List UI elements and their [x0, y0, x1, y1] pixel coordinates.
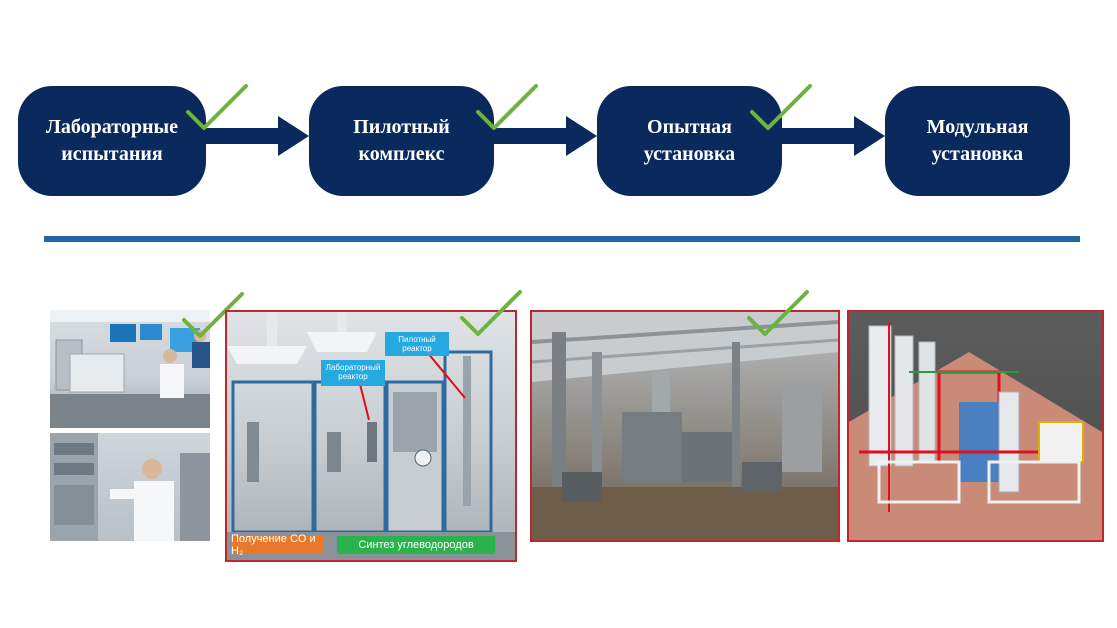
stage-label-line1: Модульная — [926, 116, 1029, 138]
stage-label-line1: Лабораторные — [46, 116, 178, 138]
checkmark-icon — [182, 292, 244, 338]
lab-photo-bottom — [50, 433, 210, 541]
section-divider — [44, 236, 1080, 242]
checkmark-icon — [750, 84, 812, 130]
stage-label-line2: установка — [643, 143, 736, 165]
stage-label-line2: комплекс — [358, 143, 445, 165]
pilot-complex-photo: Лабораторный реактор Пилотный реактор По… — [225, 310, 517, 562]
checkmark-icon — [476, 84, 538, 130]
stage-modular-unit: Модульная установка — [885, 86, 1070, 196]
right-arrow-icon — [206, 116, 309, 156]
lab-photo-top — [50, 310, 210, 428]
stage-experimental-unit: Опытная установка — [597, 86, 782, 196]
checkmark-icon — [186, 84, 248, 130]
checkmark-icon — [460, 290, 522, 336]
modular-unit-render — [847, 310, 1104, 542]
stage-label-line1: Пилотный — [353, 116, 450, 138]
label-co-h2: Получение CO и H₂ — [231, 533, 323, 557]
label-hydrocarbon-synthesis: Синтез углеводородов — [337, 536, 495, 554]
callout-pilot-reactor: Пилотный реактор — [385, 332, 449, 356]
checkmark-icon — [747, 290, 809, 336]
right-arrow-icon — [782, 116, 885, 156]
stage-label-line1: Опытная — [647, 116, 732, 138]
stage-label-line2: испытания — [61, 143, 163, 165]
stage-lab-tests: Лабораторные испытания — [18, 86, 206, 196]
stage-label-line2: установка — [931, 143, 1024, 165]
callout-lab-reactor: Лабораторный реактор — [321, 360, 385, 386]
experimental-unit-photo — [530, 310, 840, 542]
right-arrow-icon — [494, 116, 597, 156]
stage-pilot-complex: Пилотный комплекс — [309, 86, 494, 196]
